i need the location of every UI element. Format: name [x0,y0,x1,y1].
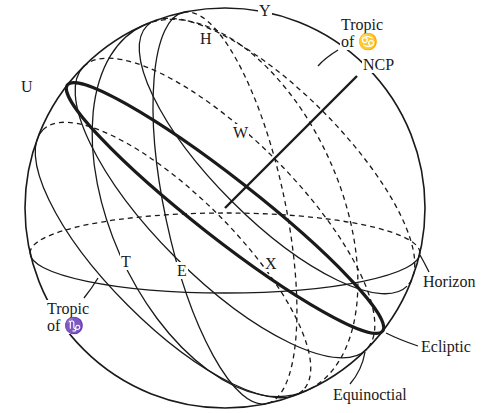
point-letter: H [199,30,213,47]
circle-name: Tropic of ♋ [340,16,390,50]
point-letter: T [120,253,132,270]
point-letter: Y [258,2,272,19]
pole-label: NCP [362,56,395,73]
point-letter: U [20,78,34,95]
circle-name: Tropic of ♑ [46,300,96,334]
circle-name: Ecliptic [420,338,472,355]
circle-name: Horizon [422,273,476,290]
point-letter: E [176,262,188,279]
point-letter: X [264,255,278,272]
point-letter: W [232,124,249,141]
circle-name: Equinoctial [332,386,408,403]
